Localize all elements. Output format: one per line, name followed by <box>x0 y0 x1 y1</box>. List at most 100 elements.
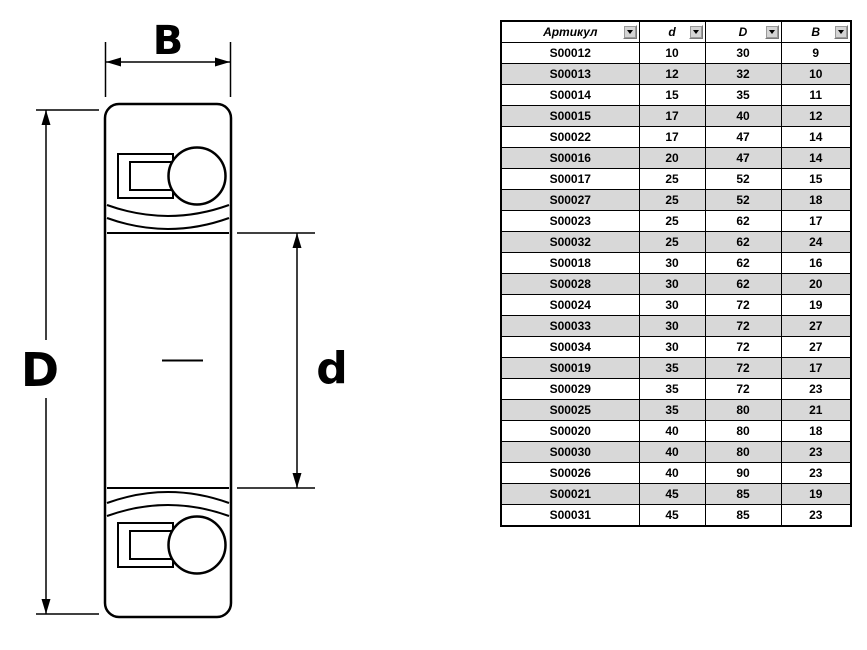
bearing-ball-bottom <box>167 515 227 575</box>
filter-d-button[interactable] <box>688 25 703 39</box>
d-cell: 45 <box>638 504 706 527</box>
arrowhead-down-icon <box>292 473 302 488</box>
B-cell: 19 <box>780 483 852 505</box>
B-cell: 24 <box>780 231 852 253</box>
arrowhead-up-icon <box>292 233 302 248</box>
article-cell: S00014 <box>500 84 640 106</box>
article-cell: S00029 <box>500 378 640 400</box>
column-header-article-label: Артикул <box>543 25 598 39</box>
D-cell: 90 <box>704 462 782 484</box>
filter-D-button[interactable] <box>764 25 779 39</box>
article-cell: S00020 <box>500 420 640 442</box>
article-cell: S00025 <box>500 399 640 421</box>
B-cell: 23 <box>780 378 852 400</box>
arrowhead-up-icon <box>41 110 51 125</box>
B-cell: 14 <box>780 126 852 148</box>
article-cell: S00023 <box>500 210 640 232</box>
d-cell: 40 <box>638 420 706 442</box>
bearing-raceway-bottom <box>106 487 230 517</box>
B-cell: 18 <box>780 420 852 442</box>
column-header-B: B <box>780 20 852 43</box>
article-cell: S00034 <box>500 336 640 358</box>
B-cell: 17 <box>780 357 852 379</box>
B-cell: 19 <box>780 294 852 316</box>
B-cell: 23 <box>780 441 852 463</box>
D-cell: 62 <box>704 252 782 274</box>
article-cell: S00026 <box>500 462 640 484</box>
d-cell: 30 <box>638 315 706 337</box>
d-cell: 30 <box>638 252 706 274</box>
D-cell: 52 <box>704 189 782 211</box>
article-cell: S00024 <box>500 294 640 316</box>
B-cell: 20 <box>780 273 852 295</box>
article-cell: S00019 <box>500 357 640 379</box>
column-header-article: Артикул <box>500 20 640 43</box>
filter-article-button[interactable] <box>622 25 637 39</box>
dimension-B-label: B <box>153 18 184 64</box>
bearing-drawing: B D d <box>21 18 348 619</box>
B-cell: 11 <box>780 84 852 106</box>
chevron-down-icon <box>768 30 775 34</box>
B-cell: 23 <box>780 462 852 484</box>
column-header-d: d <box>638 20 706 43</box>
D-cell: 62 <box>704 273 782 295</box>
B-cell: 15 <box>780 168 852 190</box>
d-cell: 20 <box>638 147 706 169</box>
article-cell: S00012 <box>500 42 640 64</box>
chevron-down-icon <box>838 30 844 34</box>
article-cell: S00027 <box>500 189 640 211</box>
column-header-d-label: d <box>668 25 676 39</box>
chevron-down-icon <box>626 30 633 34</box>
filter-B-button[interactable] <box>834 25 848 39</box>
column-header-D: D <box>704 20 782 43</box>
D-cell: 32 <box>704 63 782 85</box>
article-cell: S00031 <box>500 504 640 527</box>
B-cell: 27 <box>780 336 852 358</box>
d-cell: 10 <box>638 42 706 64</box>
dimension-d-label: d <box>316 343 348 394</box>
D-cell: 62 <box>704 210 782 232</box>
article-cell: S00032 <box>500 231 640 253</box>
d-cell: 35 <box>638 357 706 379</box>
d-cell: 17 <box>638 105 706 127</box>
B-cell: 16 <box>780 252 852 274</box>
B-cell: 12 <box>780 105 852 127</box>
D-cell: 40 <box>704 105 782 127</box>
d-cell: 30 <box>638 294 706 316</box>
B-cell: 21 <box>780 399 852 421</box>
D-cell: 72 <box>704 294 782 316</box>
d-cell: 25 <box>638 168 706 190</box>
article-cell: S00033 <box>500 315 640 337</box>
D-cell: 85 <box>704 504 782 527</box>
bearing-ball-top <box>167 146 227 206</box>
article-cell: S00015 <box>500 105 640 127</box>
D-cell: 80 <box>704 441 782 463</box>
d-cell: 15 <box>638 84 706 106</box>
arrowhead-right-icon <box>215 57 230 67</box>
d-cell: 25 <box>638 189 706 211</box>
article-cell: S00018 <box>500 252 640 274</box>
d-cell: 12 <box>638 63 706 85</box>
article-cell: S00021 <box>500 483 640 505</box>
D-cell: 47 <box>704 126 782 148</box>
arrowhead-left-icon <box>106 57 121 67</box>
B-cell: 23 <box>780 504 852 527</box>
D-cell: 85 <box>704 483 782 505</box>
